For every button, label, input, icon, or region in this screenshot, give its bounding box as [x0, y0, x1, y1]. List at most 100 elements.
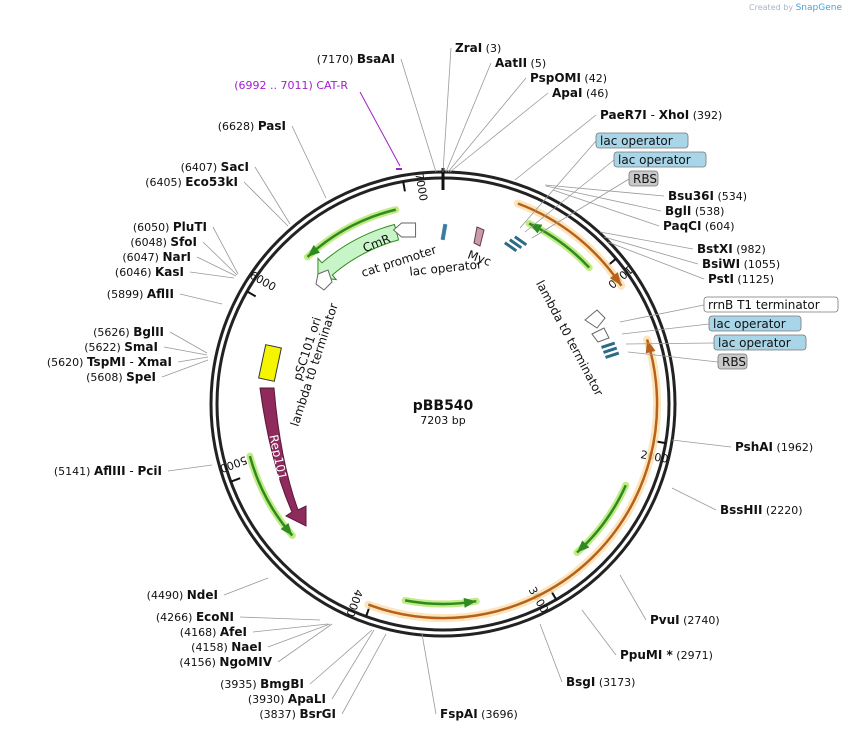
feature-layer [246, 168, 662, 623]
enzyme-leader [161, 359, 209, 378]
enzyme-leader [189, 271, 235, 279]
feature-box-label: lac operator [718, 336, 791, 350]
enzyme-label: PspOMI (42) [530, 71, 607, 85]
rep101-label: Rep101 [266, 433, 289, 481]
enzyme-leader [552, 189, 660, 227]
lac-operator-mark [440, 223, 448, 241]
enzyme-label: (6046) KasI [115, 265, 184, 279]
enzyme-leader [167, 464, 213, 472]
enzyme-leader [341, 633, 387, 715]
tick-mark [230, 477, 241, 483]
myc-mark [473, 226, 485, 247]
enzyme-leader [599, 231, 694, 250]
leader-layer [161, 47, 732, 715]
feature-box-label: lac operator [713, 317, 786, 331]
enzyme-label: AatII (5) [495, 56, 546, 70]
feature-leader [519, 140, 597, 229]
tick-mark [402, 181, 406, 192]
enzyme-leader [442, 47, 452, 173]
feature-box-label: RBS [633, 172, 657, 186]
enzyme-label: ZraI (3) [455, 41, 501, 55]
enzyme-leader [202, 241, 238, 276]
enzyme-label: (5626) BglII [93, 325, 164, 339]
enzyme-leader [544, 184, 665, 197]
enzyme-label: (4168) AfeI [180, 625, 247, 639]
enzyme-leader [277, 623, 333, 663]
enzyme-label: BglI (538) [665, 204, 724, 218]
enzyme-label: PstI (1125) [708, 272, 774, 286]
enzyme-leader [447, 77, 527, 173]
lambda-arrow-right [591, 327, 610, 343]
enzyme-label: (4490) NdeI [147, 588, 218, 602]
enzyme-label: (5608) SpeI [86, 370, 156, 384]
feature-leader [625, 342, 715, 345]
tick-label: 6000 [247, 269, 278, 294]
enzyme-label: (6628) PasI [218, 119, 286, 133]
enzyme-label: PaqCI (604) [663, 219, 735, 233]
psc101-ori-block [258, 344, 282, 382]
enzyme-label: (5622) SmaI [84, 340, 158, 354]
enzyme-leader [514, 114, 597, 181]
enzyme-leader [254, 166, 291, 225]
lac-operator-bar [508, 238, 523, 250]
feature-box-label: lac operator [618, 153, 691, 167]
enzyme-leader [291, 125, 327, 199]
enzyme-label: BssHII (2220) [720, 503, 802, 517]
feature-leader [524, 159, 615, 233]
enzyme-label: (6048) SfoI [130, 235, 197, 249]
green-arc-4-head [280, 522, 293, 536]
enzyme-label: (3930) ApaLI [248, 692, 326, 706]
plasmid-length: 7203 bp [420, 414, 465, 427]
rrnb-t1-arrow [584, 309, 606, 329]
feature-box [703, 296, 839, 313]
enzyme-leader [239, 616, 321, 621]
enzyme-leader [177, 356, 209, 363]
feature-box-label: rrnB T1 terminator [708, 298, 820, 312]
tick-label: 7000 [412, 172, 430, 202]
enzyme-label: (3935) BmgBI [220, 677, 304, 691]
enzyme-leader [581, 609, 617, 656]
enzyme-label: (4266) EcoNI [156, 610, 234, 624]
feature-box [595, 132, 689, 149]
plasmid-name: pBB540 [413, 398, 474, 414]
enzyme-label: PaeR7I - XhoI (392) [600, 108, 722, 122]
feature-box [708, 315, 802, 332]
enzyme-leader [449, 92, 549, 173]
feature-leader [619, 304, 705, 323]
enzyme-leader [400, 58, 437, 173]
enzyme-label: (6047) NarI [122, 250, 191, 264]
lac-operator-bar [603, 346, 618, 354]
feature-leader [621, 323, 710, 335]
enzyme-leader [252, 623, 329, 633]
lac-operator-bar [503, 241, 518, 253]
feature-box [717, 353, 748, 370]
enzyme-leader [223, 577, 269, 596]
enzyme-leader [243, 181, 289, 227]
enzyme-label: BsgI (3173) [566, 675, 635, 689]
enzyme-leader [163, 346, 208, 356]
credit-prefix: Created by [749, 3, 794, 12]
feature-leader [627, 351, 719, 363]
enzyme-leader [539, 623, 563, 683]
enzyme-leader [309, 629, 373, 685]
orange-arc-upper [517, 202, 623, 287]
enzyme-label: PvuI (2740) [650, 613, 720, 627]
enzyme-label: (3837) BsrGI [259, 707, 336, 721]
enzyme-label: (6405) Eco53kI [145, 175, 238, 189]
enzyme-leader [619, 574, 647, 621]
feature-leader [531, 178, 630, 239]
tick-mark [246, 290, 257, 298]
green-arc-2-head [576, 540, 590, 553]
enzyme-leader [445, 62, 492, 173]
enzyme-label: ApaI (46) [552, 86, 609, 100]
enzyme-label: BstXI (982) [697, 242, 766, 256]
snapgene-logo: SnapGene [795, 3, 842, 13]
green-arc-5-head [307, 244, 320, 257]
orange-arc-upper-head [609, 272, 622, 286]
enzyme-leader [671, 439, 732, 448]
lac-operator-bar [600, 341, 616, 349]
enzyme-label: (6407) SacI [181, 160, 249, 174]
enzyme-label: (5899) AflII [107, 287, 174, 301]
enzyme-leader [179, 293, 223, 305]
enzyme-leader [545, 185, 662, 212]
